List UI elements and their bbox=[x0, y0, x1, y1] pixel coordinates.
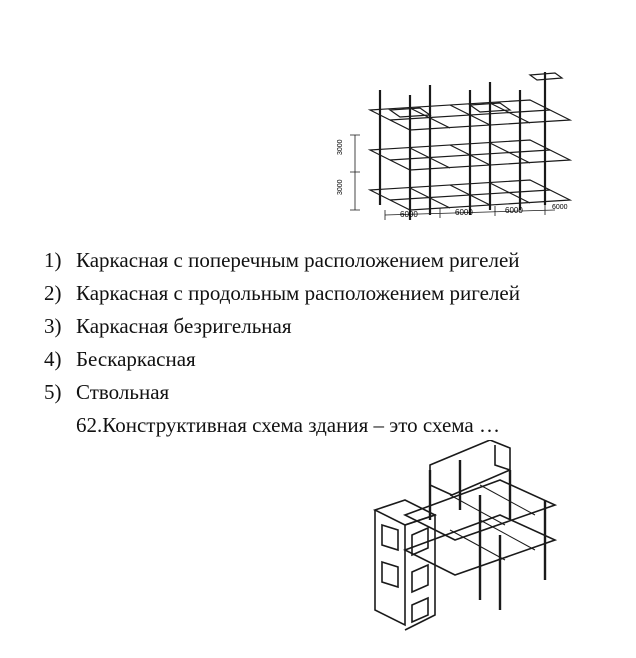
option-number: 2) bbox=[44, 281, 62, 305]
dim-label-3: 6000 bbox=[505, 206, 523, 215]
dim-label-1: 6000 bbox=[400, 210, 418, 219]
option-number: 3) bbox=[44, 314, 62, 338]
option-4: 4) Бескаркасная bbox=[44, 343, 520, 376]
option-text: Бескаркасная bbox=[76, 347, 196, 371]
panel-structure-figure bbox=[360, 439, 570, 645]
frame-structure-drawing: 6000 6000 6000 6000 3000 3000 bbox=[337, 72, 573, 220]
height-label-1: 3000 bbox=[337, 139, 344, 155]
slab-bottom bbox=[367, 179, 573, 211]
option-text: Каркасная с продольным расположением риг… bbox=[76, 281, 520, 305]
option-1: 1) Каркасная с поперечным расположением р… bbox=[44, 244, 520, 277]
panel-structure-drawing bbox=[372, 439, 558, 631]
option-5: 5) Ствольная bbox=[44, 376, 520, 409]
slab-middle bbox=[367, 139, 573, 171]
option-number: 5) bbox=[44, 380, 62, 404]
option-number: 1) bbox=[44, 248, 62, 272]
option-number: 4) bbox=[44, 347, 62, 371]
option-3: 3) Каркасная безригельная bbox=[44, 310, 520, 343]
height-label-2: 3000 bbox=[337, 179, 344, 195]
dim-label-2: 6000 bbox=[455, 208, 473, 217]
option-2: 2) Каркасная с продольным расположением р… bbox=[44, 277, 520, 310]
option-text: Ствольная bbox=[76, 380, 170, 404]
frame-structure-figure: 6000 6000 6000 6000 3000 3000 bbox=[330, 60, 590, 230]
question-text: 62.Конструктивная схема здания – это схе… bbox=[76, 413, 500, 437]
answer-options-list: 1) Каркасная с поперечным расположением р… bbox=[44, 244, 520, 409]
option-text: Каркасная с поперечным расположением риг… bbox=[76, 248, 520, 272]
option-text: Каркасная безригельная bbox=[76, 314, 292, 338]
slab-top bbox=[367, 99, 573, 131]
dim-label-4: 6000 bbox=[552, 204, 568, 211]
